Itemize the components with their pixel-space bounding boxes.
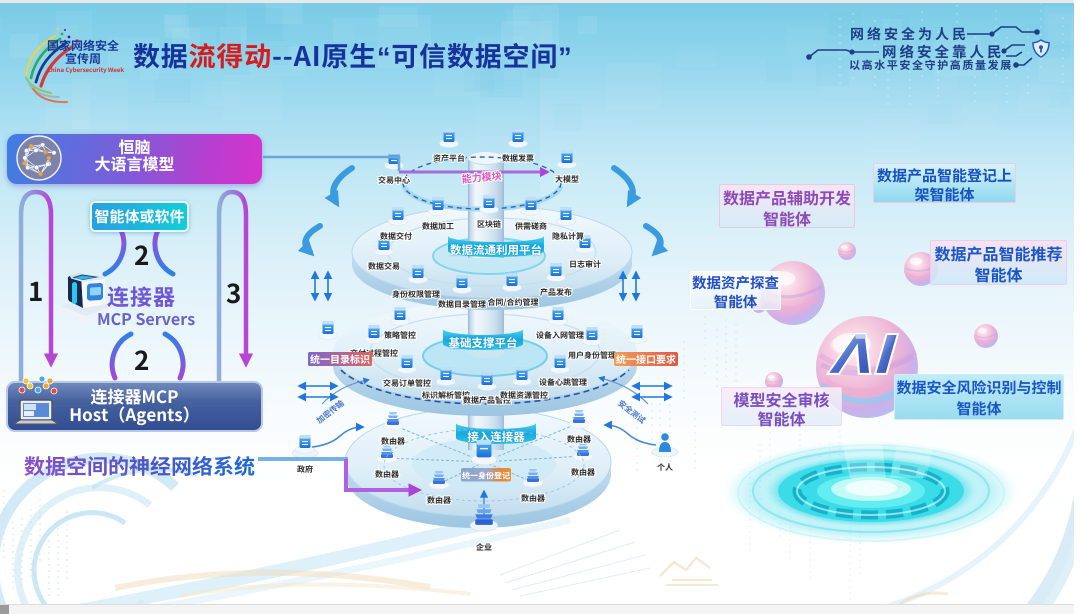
- svg-text:数据流通利用平台: 数据流通利用平台: [450, 242, 542, 258]
- svg-text:数据资源管控: 数据资源管控: [500, 390, 548, 401]
- svg-text:接入连接器: 接入连接器: [467, 429, 525, 445]
- svg-text:资产平台: 资产平台: [433, 153, 465, 164]
- svg-text:数由器: 数由器: [381, 436, 405, 447]
- svg-text:统一身份登记: 统一身份登记: [462, 471, 510, 482]
- svg-text:设备入网管理: 设备入网管理: [536, 330, 584, 341]
- svg-text:交易中心: 交易中心: [378, 175, 410, 186]
- svg-text:数据加工: 数据加工: [422, 221, 454, 232]
- svg-text:身份权限管理: 身份权限管理: [392, 289, 440, 300]
- svg-text:用户身份管理: 用户身份管理: [568, 350, 616, 361]
- svg-text:策略管控: 策略管控: [384, 330, 416, 341]
- svg-text:个人: 个人: [657, 462, 673, 473]
- svg-text:隐私计算: 隐私计算: [552, 231, 584, 242]
- svg-text:统一接口要求: 统一接口要求: [616, 351, 676, 366]
- svg-text:数由器: 数由器: [571, 467, 595, 478]
- svg-text:交易订单管控: 交易订单管控: [383, 378, 431, 389]
- svg-text:合同/合约管理: 合同/合约管理: [487, 297, 538, 308]
- svg-text:数由器: 数由器: [427, 495, 451, 506]
- svg-text:加密传输: 加密传输: [314, 398, 346, 426]
- svg-text:设备心跳管理: 设备心跳管理: [539, 377, 587, 388]
- svg-text:数据交易: 数据交易: [368, 261, 400, 272]
- svg-text:统一目录标识: 统一目录标识: [310, 351, 370, 366]
- svg-text:数据产品管控: 数据产品管控: [463, 395, 511, 406]
- svg-text:企业: 企业: [476, 542, 492, 553]
- svg-text:标识解析管控: 标识解析管控: [422, 390, 470, 401]
- svg-text:大模型: 大模型: [555, 174, 579, 185]
- svg-text:安全测试: 安全测试: [616, 398, 648, 426]
- svg-text:能力模块: 能力模块: [461, 167, 502, 185]
- svg-text:区块链: 区块链: [477, 219, 501, 230]
- svg-text:基础支撑平台: 基础支撑平台: [449, 335, 518, 351]
- svg-text:数据发票: 数据发票: [502, 153, 534, 164]
- svg-text:日志审计: 日志审计: [569, 259, 601, 270]
- svg-text:产品发布: 产品发布: [540, 287, 572, 298]
- svg-text:政府: 政府: [297, 464, 313, 475]
- svg-text:数据交付: 数据交付: [380, 231, 412, 242]
- svg-text:数由器: 数由器: [567, 434, 591, 445]
- svg-text:供需磋商: 供需磋商: [515, 221, 547, 232]
- svg-text:数由器: 数由器: [375, 469, 399, 480]
- svg-text:数据目录管理: 数据目录管理: [438, 299, 486, 310]
